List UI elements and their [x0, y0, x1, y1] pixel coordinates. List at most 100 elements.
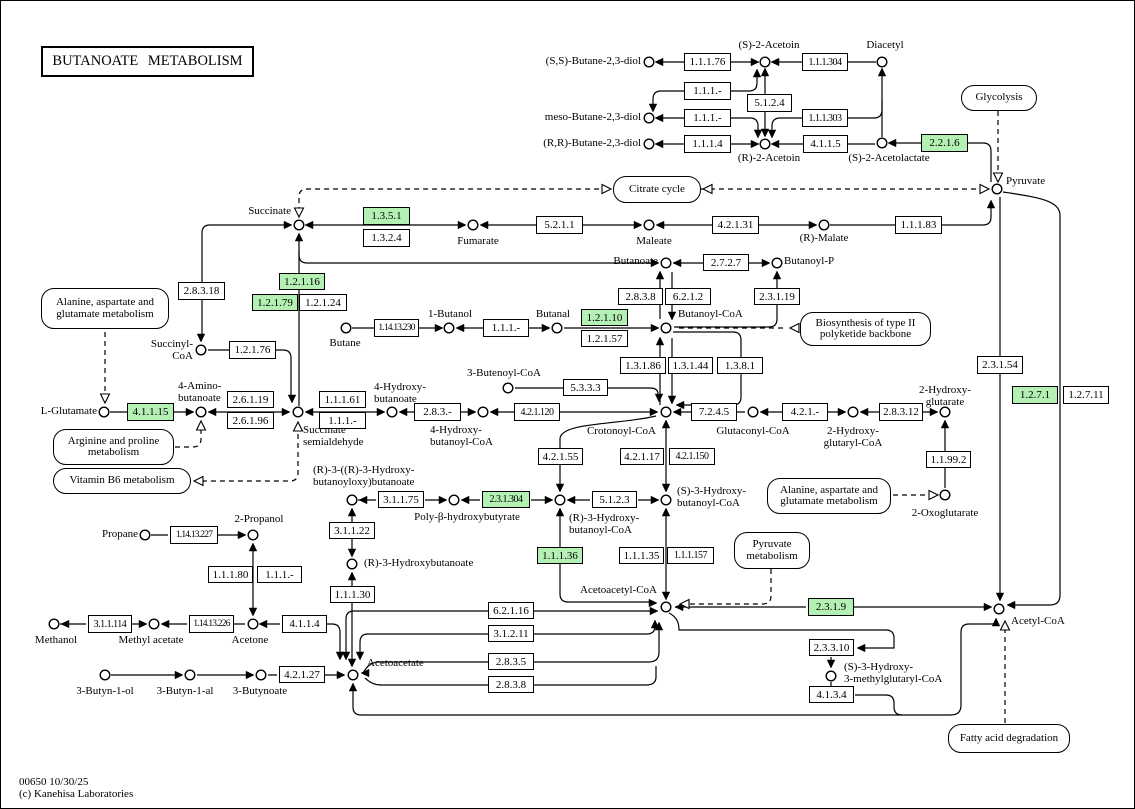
compound-methyl-acetate[interactable]: [148, 618, 160, 630]
enzyme-box-1.1.1.304[interactable]: 1.1.1.304: [802, 53, 848, 71]
enzyme-box-5.3.3.3[interactable]: 5.3.3.3: [563, 379, 608, 396]
pathway-link-fatty-acid-degradation[interactable]: Fatty acid degradation: [948, 724, 1070, 753]
enzyme-box-1.2.7.1[interactable]: 1.2.7.1: [1012, 386, 1058, 404]
enzyme-box-1.2.1.10[interactable]: 1.2.1.10: [581, 309, 628, 326]
enzyme-box-1.1.1.-[interactable]: 1.1.1.-: [483, 319, 529, 337]
compound-hmg-coa[interactable]: [825, 670, 837, 682]
compound-4-hydroxybutanoate[interactable]: [386, 406, 398, 418]
compound-acetyl-coa[interactable]: [993, 603, 1005, 615]
compound-3-butynoate[interactable]: [255, 669, 267, 681]
enzyme-box-2.8.3.-[interactable]: 2.8.3.-: [414, 403, 461, 421]
compound-butanoate[interactable]: [660, 257, 672, 269]
enzyme-box-1.1.1.303[interactable]: 1.1.1.303: [802, 109, 848, 127]
compound-3-butyn-1-al[interactable]: [184, 669, 196, 681]
enzyme-box-1.2.1.76[interactable]: 1.2.1.76: [229, 341, 276, 359]
enzyme-box-4.1.3.4[interactable]: 4.1.3.4: [809, 686, 854, 703]
enzyme-box-1.1.1.-[interactable]: 1.1.1.-: [319, 412, 366, 429]
enzyme-box-2.8.3.5[interactable]: 2.8.3.5: [488, 653, 534, 670]
enzyme-box-4.1.1.15[interactable]: 4.1.1.15: [127, 403, 174, 421]
enzyme-box-1.1.1.36[interactable]: 1.1.1.36: [537, 547, 583, 564]
compound-succinate[interactable]: [293, 219, 305, 231]
enzyme-box-1.1.1.4[interactable]: 1.1.1.4: [684, 135, 731, 153]
pathway-link-glycolysis[interactable]: Glycolysis: [961, 85, 1037, 111]
enzyme-box-5.2.1.1[interactable]: 5.2.1.1: [536, 216, 583, 234]
enzyme-box-2.8.3.18[interactable]: 2.8.3.18: [178, 282, 225, 300]
enzyme-box-4.2.1.120[interactable]: 4.2.1.120: [514, 403, 560, 421]
enzyme-box-6.2.1.16[interactable]: 6.2.1.16: [488, 602, 534, 619]
enzyme-box-1.2.1.16[interactable]: 1.2.1.16: [279, 273, 325, 290]
compound-acetone[interactable]: [247, 618, 259, 630]
enzyme-box-1.3.5.1[interactable]: 1.3.5.1: [363, 207, 410, 225]
compound-4-hydroxybutanoyl-coa[interactable]: [477, 406, 489, 418]
enzyme-box-2.3.1.54[interactable]: 2.3.1.54: [977, 356, 1023, 374]
enzyme-box-1.14.13.230[interactable]: 1.14.13.230: [374, 319, 419, 337]
compound-ss-butane-23-diol[interactable]: [643, 56, 655, 68]
compound-butanoyl-p[interactable]: [771, 257, 783, 269]
enzyme-box-1.3.8.1[interactable]: 1.3.8.1: [717, 357, 763, 374]
enzyme-box-1.2.1.79[interactable]: 1.2.1.79: [252, 294, 298, 311]
compound-2-oxoglutarate[interactable]: [939, 489, 951, 501]
enzyme-box-3.1.2.11[interactable]: 3.1.2.11: [488, 625, 534, 642]
compound-methanol[interactable]: [48, 618, 60, 630]
enzyme-box-6.2.1.2[interactable]: 6.2.1.2: [665, 288, 711, 305]
pathway-link-vitamin-b6-metabolism[interactable]: Vitamin B6 metabolism: [53, 468, 191, 494]
compound-butane[interactable]: [340, 322, 352, 334]
enzyme-box-4.2.1.27[interactable]: 4.2.1.27: [279, 666, 325, 683]
enzyme-box-1.2.1.57[interactable]: 1.2.1.57: [581, 330, 628, 347]
compound-s-3-hydroxybutanoyl-coa[interactable]: [660, 494, 672, 506]
compound-2-propanol[interactable]: [247, 529, 259, 541]
compound-acetoacetate[interactable]: [347, 669, 359, 681]
compound-fumarate[interactable]: [467, 219, 479, 231]
enzyme-box-1.1.1.-[interactable]: 1.1.1.-: [684, 109, 731, 127]
compound-4-aminobutanoate[interactable]: [195, 406, 207, 418]
compound-2-hydroxyglutarate[interactable]: [939, 406, 951, 418]
compound-glutaconyl-coa[interactable]: [747, 406, 759, 418]
compound-pyruvate[interactable]: [991, 183, 1003, 195]
enzyme-box-2.2.1.6[interactable]: 2.2.1.6: [921, 134, 968, 152]
enzyme-box-2.3.1.304[interactable]: 2.3.1.304: [482, 491, 530, 508]
enzyme-box-2.8.3.8[interactable]: 2.8.3.8: [488, 676, 534, 693]
enzyme-box-2.6.1.19[interactable]: 2.6.1.19: [227, 391, 274, 408]
enzyme-box-1.1.1.30[interactable]: 1.1.1.30: [330, 586, 375, 603]
compound-1-butanol[interactable]: [443, 322, 455, 334]
compound-r-2-acetoin[interactable]: [759, 138, 771, 150]
compound-succinate-semialdehyde[interactable]: [292, 406, 304, 418]
compound-rr-butane-23-diol[interactable]: [643, 138, 655, 150]
compound-crotonoyl-coa[interactable]: [660, 406, 672, 418]
enzyme-box-4.1.1.5[interactable]: 4.1.1.5: [803, 135, 848, 153]
enzyme-box-1.1.1.35[interactable]: 1.1.1.35: [619, 547, 664, 564]
enzyme-box-2.6.1.96[interactable]: 2.6.1.96: [227, 412, 274, 429]
compound-poly-b-hydroxybutyrate[interactable]: [448, 494, 460, 506]
enzyme-box-3.1.1.114[interactable]: 3.1.1.114: [88, 615, 132, 633]
enzyme-box-1.1.1.80[interactable]: 1.1.1.80: [208, 566, 253, 583]
enzyme-box-5.1.2.3[interactable]: 5.1.2.3: [592, 491, 637, 508]
enzyme-box-1.2.7.11[interactable]: 1.2.7.11: [1063, 386, 1109, 404]
enzyme-box-2.7.2.7[interactable]: 2.7.2.7: [703, 254, 749, 271]
enzyme-box-1.1.99.2[interactable]: 1.1.99.2: [926, 451, 971, 468]
enzyme-box-1.1.1.157[interactable]: 1.1.1.157: [667, 547, 714, 564]
compound-r-3-hydroxybutanoate[interactable]: [346, 558, 358, 570]
enzyme-box-1.3.1.86[interactable]: 1.3.1.86: [620, 357, 666, 374]
enzyme-box-4.2.1.55[interactable]: 4.2.1.55: [538, 448, 583, 465]
compound-3-butyn-1-ol[interactable]: [99, 669, 111, 681]
compound-2-hydroxyglutaryl-coa[interactable]: [847, 406, 859, 418]
enzyme-box-1.1.1.76[interactable]: 1.1.1.76: [684, 53, 731, 71]
enzyme-box-3.1.1.75[interactable]: 3.1.1.75: [378, 491, 424, 508]
enzyme-box-1.2.1.24[interactable]: 1.2.1.24: [299, 294, 347, 311]
enzyme-box-3.1.1.22[interactable]: 3.1.1.22: [329, 522, 375, 539]
compound-maleate[interactable]: [643, 219, 655, 231]
compound-3-butenoyl-coa[interactable]: [502, 382, 514, 394]
compound-s-2-acetoin[interactable]: [759, 56, 771, 68]
enzyme-box-1.3.2.4[interactable]: 1.3.2.4: [363, 229, 410, 247]
compound-l-glutamate[interactable]: [98, 406, 110, 418]
enzyme-box-1.1.1.61[interactable]: 1.1.1.61: [319, 391, 366, 408]
compound-acetoacetyl-coa[interactable]: [660, 601, 672, 613]
enzyme-box-4.1.1.4[interactable]: 4.1.1.4: [282, 615, 327, 633]
compound-butanal[interactable]: [551, 322, 563, 334]
compound-s-2-acetolactate[interactable]: [876, 137, 888, 149]
enzyme-box-4.2.1.17[interactable]: 4.2.1.17: [620, 448, 664, 465]
compound-r-3-hydroxybutanoyl-coa[interactable]: [554, 494, 566, 506]
compound-diacetyl[interactable]: [876, 56, 888, 68]
